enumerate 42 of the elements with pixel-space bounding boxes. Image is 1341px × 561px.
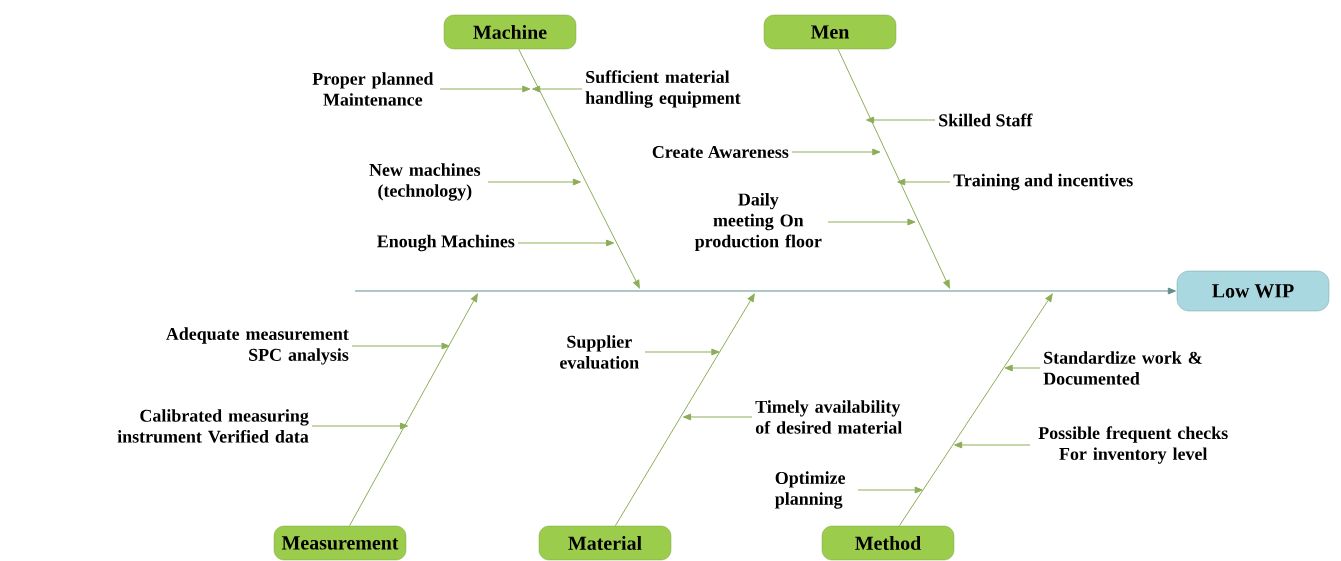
spine-arrow — [354, 287, 1176, 295]
bone-arrow — [349, 293, 478, 527]
cause-label: New machines (technology) — [369, 163, 481, 201]
bone-arrow — [898, 293, 1053, 527]
category-box: Method — [821, 525, 955, 561]
cause-label: Standardize work & Documented — [1043, 351, 1202, 385]
cause-arrow — [791, 148, 881, 156]
cause-arrow — [827, 218, 916, 226]
cause-arrow — [857, 486, 923, 494]
cause-label: Training and incentives — [953, 173, 1133, 191]
cause-label: Daily meeting On production floor — [694, 192, 822, 252]
cause-arrow — [644, 348, 720, 356]
cause-arrow — [866, 116, 936, 124]
category-box: Material — [538, 525, 672, 561]
cause-label: Calibrated measuring instrument Verified data — [117, 409, 309, 443]
cause-arrow — [517, 239, 615, 247]
bone-arrow — [837, 48, 950, 289]
cause-arrow — [954, 441, 1031, 449]
cause-arrow — [311, 422, 409, 430]
bone-arrow — [518, 48, 640, 289]
cause-label: Create Awareness — [652, 145, 789, 158]
cause-arrow — [897, 178, 951, 186]
cause-label: Proper planned Maintenance — [312, 72, 434, 106]
cause-arrow — [487, 178, 581, 186]
category-box: Men — [763, 14, 897, 50]
cause-arrow — [532, 85, 583, 93]
cause-label: Skilled Staff — [939, 113, 1033, 127]
cause-label: Adequate measurement SPC analysis — [166, 327, 349, 365]
cause-arrow — [439, 85, 531, 93]
cause-label: Sufficient material handling equipment — [585, 70, 741, 108]
cause-label: Enough Machines — [377, 234, 515, 252]
cause-label: Optimize planning — [775, 471, 846, 509]
bone-arrow — [614, 293, 755, 527]
cause-label: Timely availability of desired material — [755, 400, 902, 434]
cause-arrow — [1004, 364, 1041, 372]
category-box: Measurement — [273, 525, 407, 561]
cause-label: Supplier evaluation — [560, 335, 639, 369]
cause-arrow — [683, 413, 753, 421]
cause-label: Possible frequent checks For inventory level — [1038, 426, 1228, 464]
category-box: Machine — [443, 14, 577, 50]
cause-arrow — [351, 342, 450, 350]
effect-box: Low WIP — [1176, 270, 1330, 312]
